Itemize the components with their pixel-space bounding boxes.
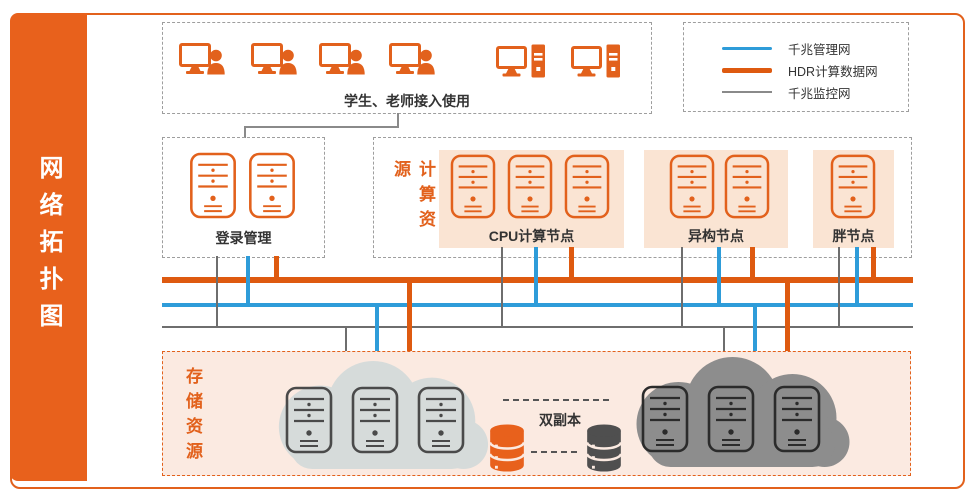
storage-section-title: 存储资源 (183, 367, 202, 467)
replication-dashed-line (531, 451, 577, 453)
data-link (569, 247, 574, 282)
page-title: 网络拓扑图 (35, 154, 62, 340)
monitoring-link-storage (723, 327, 725, 352)
legend: 千兆管理网 HDR计算数据网 千兆监控网 (683, 22, 909, 112)
management-link-storage (753, 305, 757, 352)
desktop-tower-icon (571, 43, 621, 83)
legend-label: HDR计算数据网 (788, 64, 878, 79)
cpu-nodes-label: CPU计算节点 (488, 228, 575, 244)
legend-item-hdr-data: HDR计算数据网 (684, 59, 908, 81)
data-link (274, 256, 279, 282)
management-link (855, 247, 859, 305)
legend-label: 千兆监控网 (788, 86, 851, 101)
storage-server-icon (641, 385, 689, 453)
login-box-label: 登录管理 (215, 230, 272, 246)
title-bar: 网络拓扑图 (10, 13, 87, 481)
management-network-line-sample (722, 46, 772, 50)
workstation-user-icon (179, 43, 225, 81)
management-link (717, 247, 721, 305)
desktop-tower-icon (496, 43, 546, 83)
storage-server-icon (285, 386, 333, 454)
fat-node-box: 胖节点 (813, 150, 894, 248)
monitoring-link (216, 256, 218, 328)
monitoring-link (501, 247, 503, 328)
data-link-storage (407, 281, 412, 352)
database-icon-primary (488, 423, 526, 473)
management-network-bus (162, 303, 913, 307)
users-box-label: 学生、老师接入使用 (344, 93, 470, 109)
storage-server-icon (707, 385, 755, 453)
storage-server-icon (773, 385, 821, 453)
legend-item-management: 千兆管理网 (684, 37, 908, 59)
storage-resources-box: 存储资源 双副本 (162, 351, 911, 476)
server-icon (668, 154, 716, 219)
workstation-user-icon (319, 43, 365, 81)
heterogeneous-nodes-box: 异构节点 (644, 150, 788, 248)
connector-line (397, 113, 399, 127)
replica-label: 双副本 (539, 412, 581, 428)
replication-dashed-line (503, 399, 609, 401)
users-access-box: 学生、老师接入使用 (162, 22, 652, 114)
server-icon (829, 154, 877, 219)
workstation-user-icon (389, 43, 435, 81)
server-icon (506, 154, 554, 219)
server-icon (723, 154, 771, 219)
monitoring-network-bus (162, 326, 913, 328)
login-management-box: 登录管理 (162, 137, 325, 258)
fat-node-label: 胖节点 (832, 228, 875, 244)
compute-section-title: 计算资源 (391, 160, 435, 235)
data-link-storage (785, 281, 790, 352)
storage-server-icon (417, 386, 465, 454)
legend-label: 千兆管理网 (788, 42, 851, 57)
connector-line (244, 126, 399, 128)
server-icon (563, 154, 611, 219)
management-link (246, 256, 250, 305)
legend-item-monitoring: 千兆监控网 (684, 81, 908, 103)
data-link (750, 247, 755, 282)
monitoring-link-storage (345, 327, 347, 352)
server-icon (248, 152, 296, 219)
monitoring-network-line-sample (722, 91, 772, 93)
heterogeneous-nodes-label: 异构节点 (688, 228, 744, 244)
management-link (534, 247, 538, 305)
storage-server-icon (351, 386, 399, 454)
server-icon (189, 152, 237, 219)
monitoring-link (838, 247, 840, 328)
management-link-storage (375, 305, 379, 352)
workstation-user-icon (251, 43, 297, 81)
hdr-data-network-line-sample (722, 67, 772, 73)
compute-resources-box: 计算资源 CPU计算节点 异构节点 胖节点 (373, 137, 912, 258)
cpu-compute-nodes-box: CPU计算节点 (439, 150, 624, 248)
monitoring-link (681, 247, 683, 328)
server-icon (449, 154, 497, 219)
data-link (871, 247, 876, 282)
connector-line (244, 126, 246, 138)
